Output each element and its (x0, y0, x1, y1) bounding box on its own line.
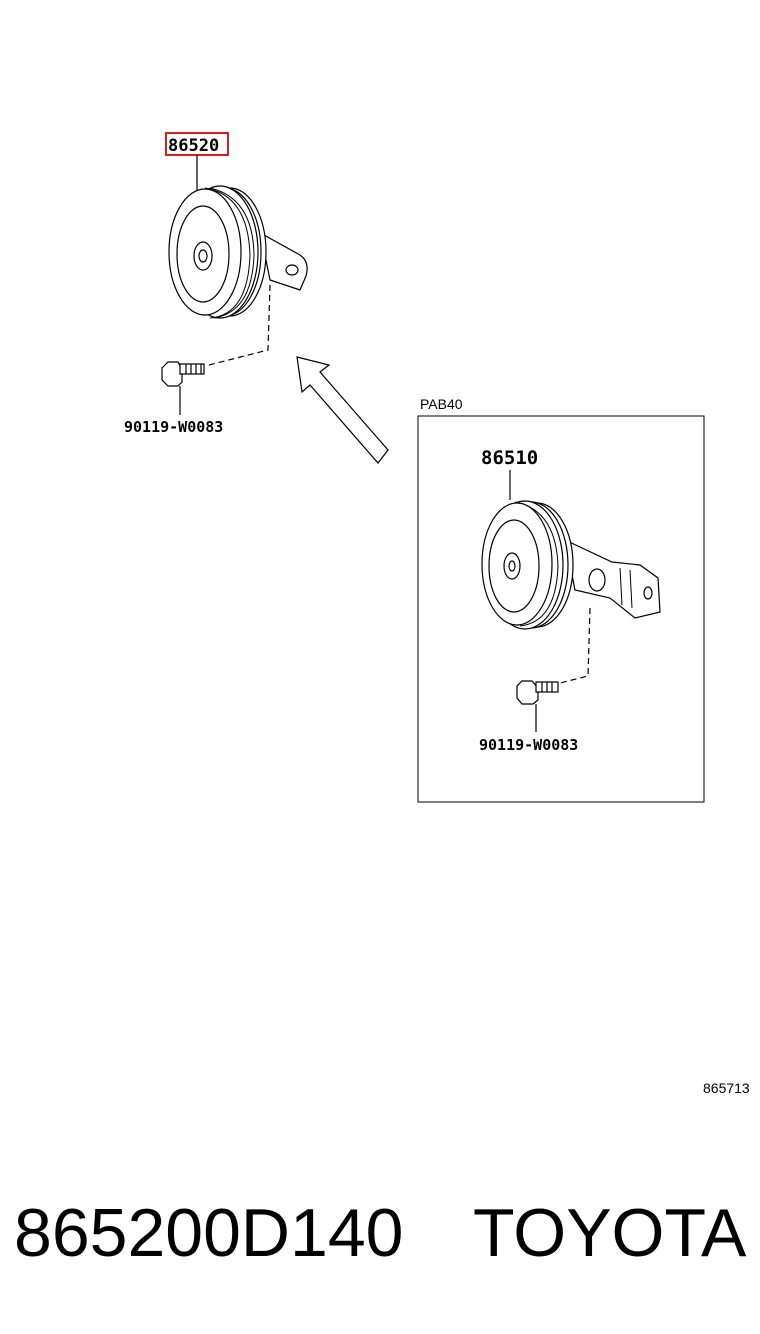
inset-frame (417, 415, 705, 803)
diagram-reference: 865713 (703, 1080, 750, 1096)
inset-bolt-icon (516, 680, 559, 705)
horn-icon (168, 185, 308, 319)
inset-bolt-part-number: 90119-W0083 (479, 736, 578, 754)
main-bolt-part-number: 90119-W0083 (124, 418, 223, 436)
bolt-icon (161, 361, 205, 387)
main-assembly (161, 132, 389, 464)
dashed-leader (204, 284, 271, 367)
footer-part-number: 865200D140 (14, 1195, 403, 1271)
inset-variant-code: PAB40 (420, 396, 463, 412)
inset-horn-part-number: 86510 (481, 447, 538, 469)
footer-brand: TOYOTA (473, 1195, 747, 1271)
inset-assembly (481, 470, 661, 732)
inset-dashed-leader (555, 607, 591, 685)
arrow-icon (296, 356, 389, 464)
main-horn-part-number: 86520 (168, 136, 219, 156)
inset-horn-icon (481, 500, 661, 630)
